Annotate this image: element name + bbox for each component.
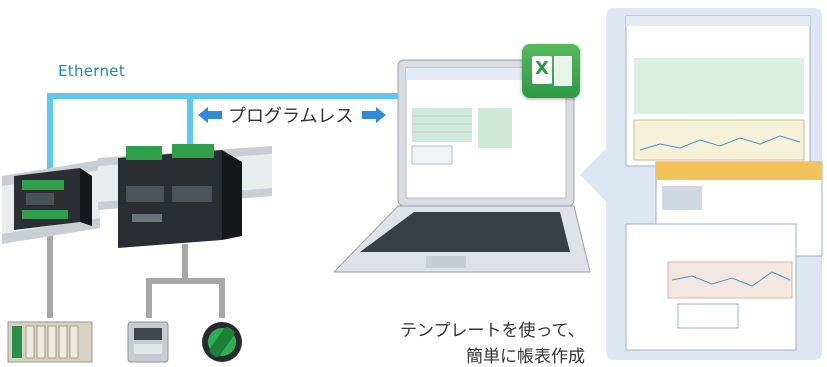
remote-io-module-large: [118, 144, 242, 248]
excel-icon: X: [522, 44, 580, 98]
arrow-left-icon: [198, 107, 222, 123]
caption-line-2: 簡単に帳表作成: [466, 347, 585, 367]
ethernet-label: Ethernet: [58, 62, 126, 80]
excel-icon-letter: X: [535, 58, 549, 79]
panel-meter: [127, 321, 169, 363]
plc-rack: [7, 321, 93, 363]
report-sheets: [625, 15, 823, 351]
caption-line-1: テンプレートを使って、: [400, 321, 585, 341]
remote-io-module-small: [14, 168, 92, 230]
selector-switch: [202, 322, 242, 362]
programless-label: プログラムレス: [200, 103, 353, 127]
programless-text: プログラムレス: [228, 106, 354, 127]
field-wiring: [47, 222, 225, 318]
arrow-right-icon: [362, 107, 386, 123]
